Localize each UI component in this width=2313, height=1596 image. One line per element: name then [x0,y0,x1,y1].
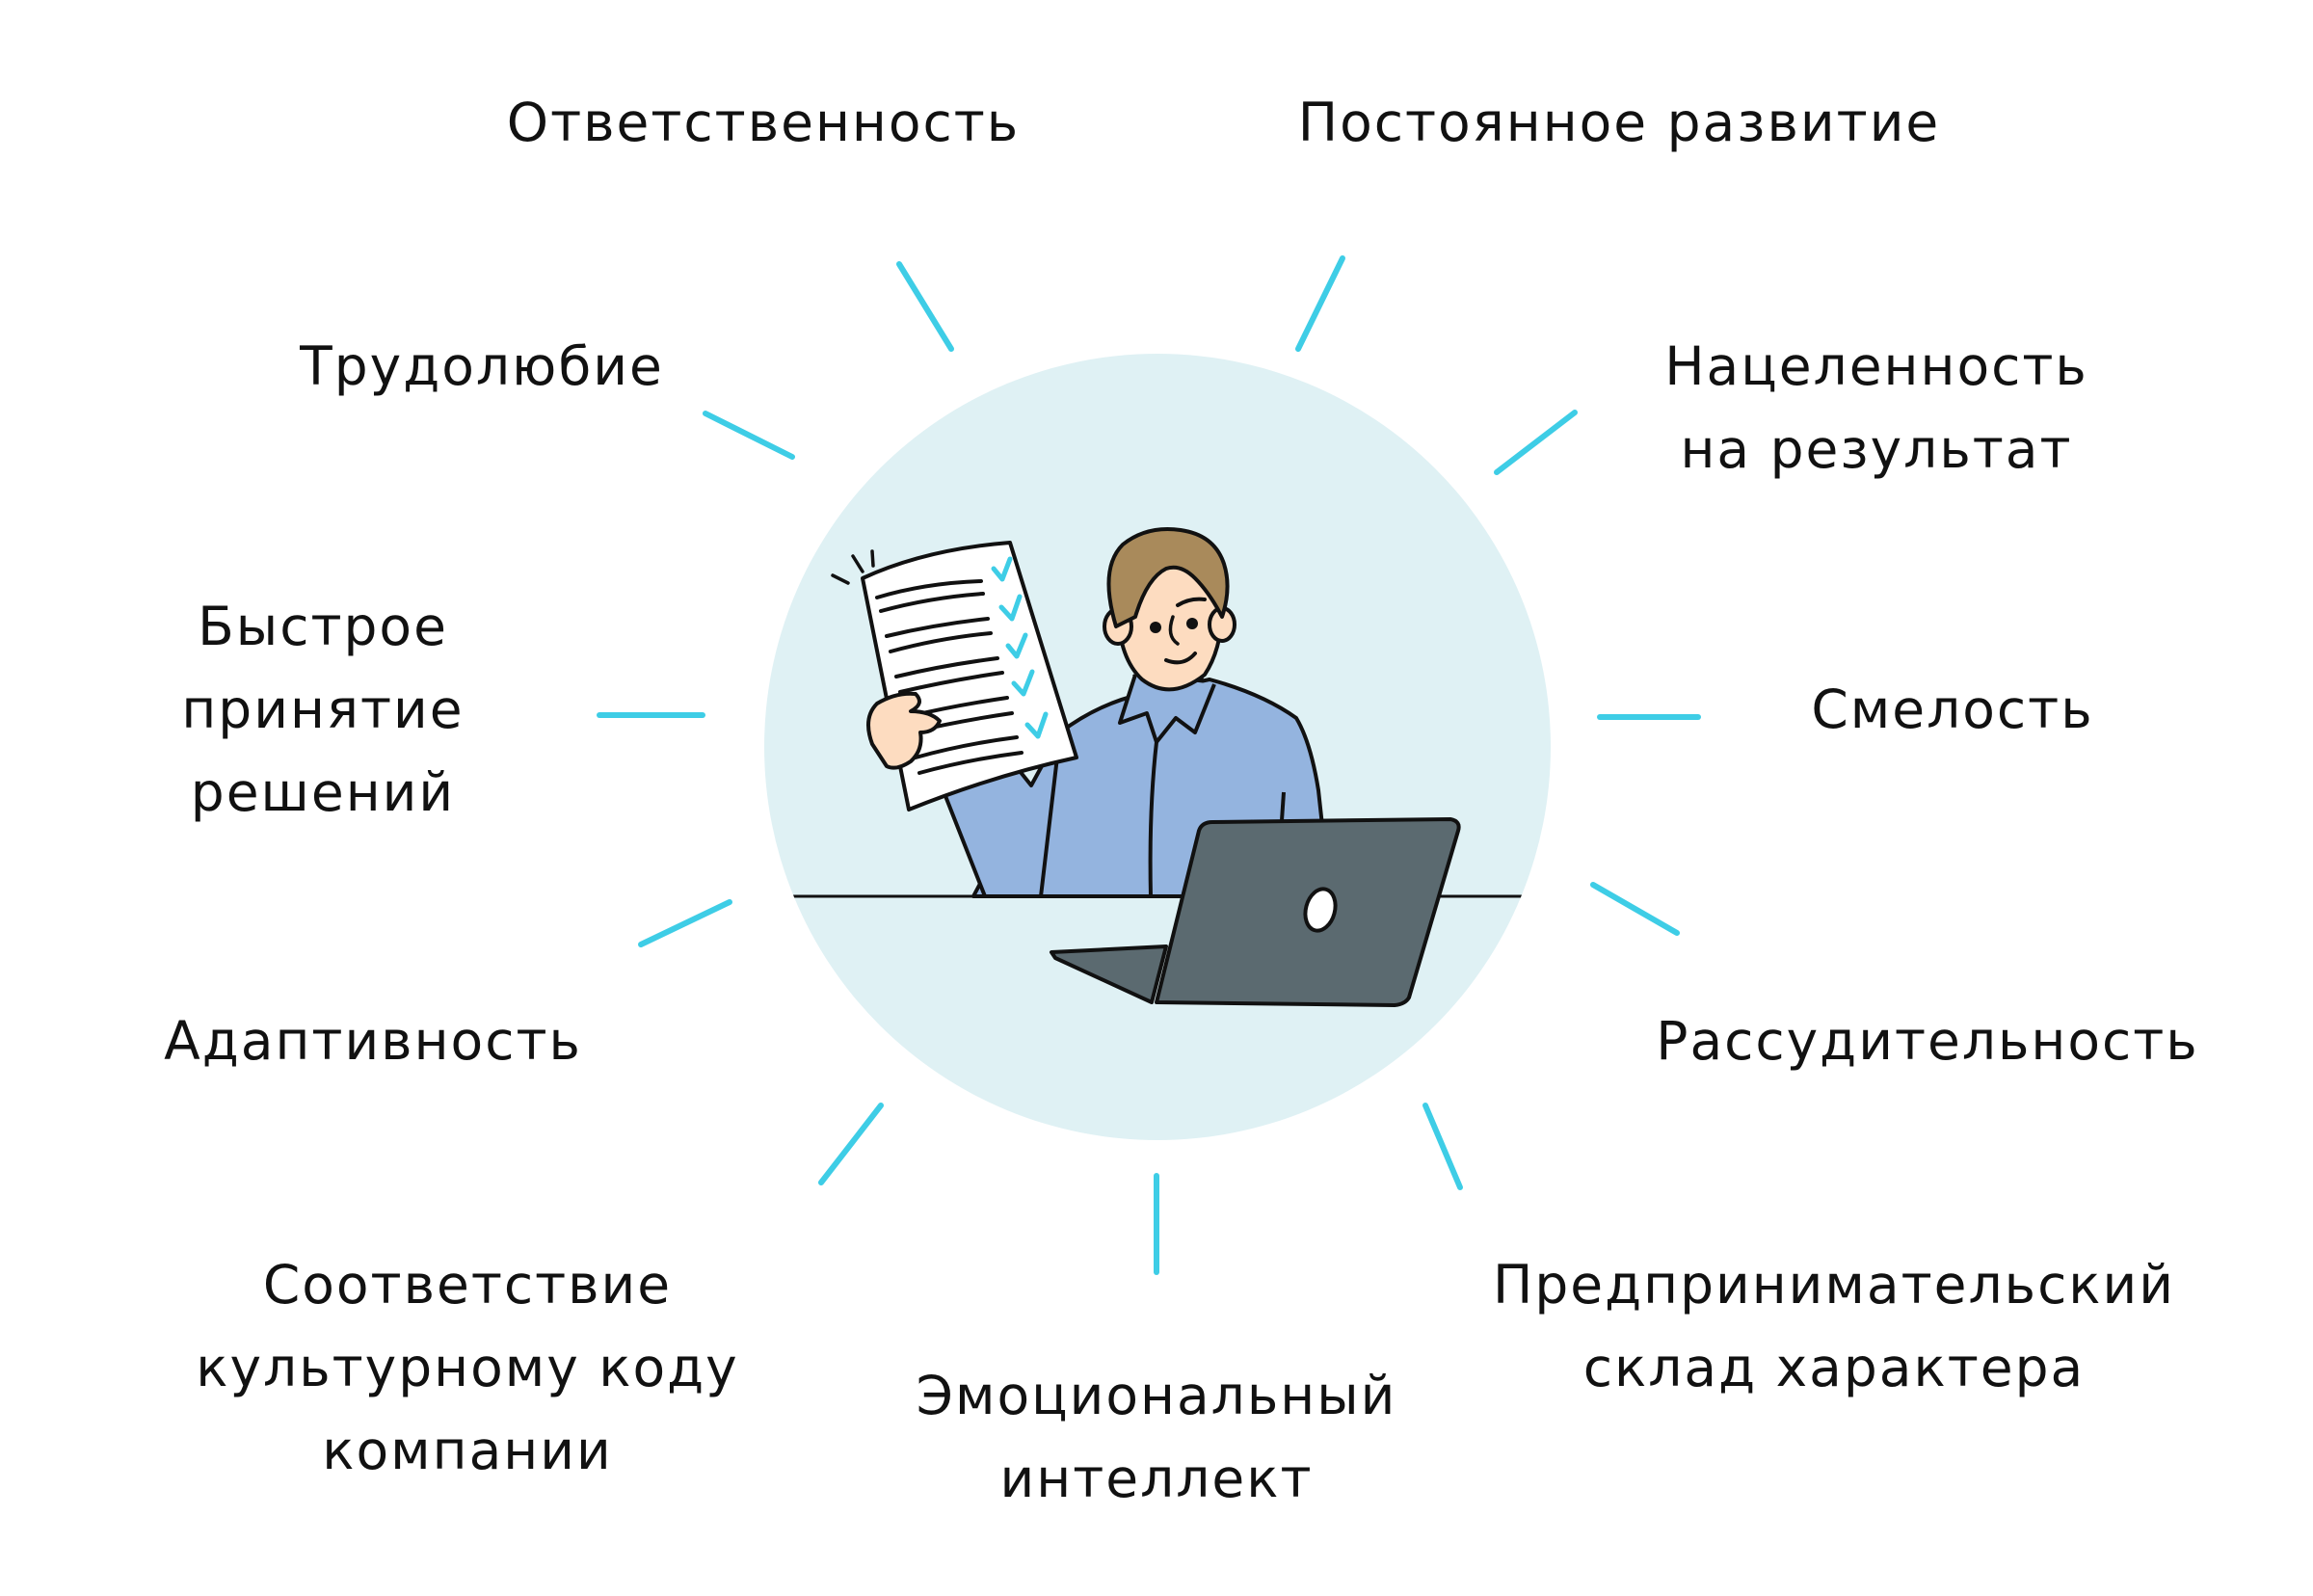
quality-continuous-development: Постоянное развитие [1298,81,1941,164]
label-line: Рассудительность [1656,1010,2199,1072]
quality-culture-fit: Соответствие культурному коду компании [196,1243,738,1492]
label-line: Соответствие [262,1254,673,1316]
label-line: культурному коду [196,1337,739,1398]
laptop-logo [1303,887,1338,933]
rays [597,255,1701,1275]
checklist-document [831,541,1078,811]
laptop [1050,817,1461,1007]
label-line: Трудолюбие [300,335,664,397]
quality-courage: Смелость [1811,668,2093,751]
check-icon [1024,711,1049,739]
quality-entrepreneurial: Предпринимательский склад характера [1493,1243,2175,1409]
ray-top-right [1295,255,1345,352]
quality-responsibility: Ответственность [507,81,1020,164]
quality-diligence: Трудолюбие [300,325,664,408]
quality-fast-decisions: Быстрое принятие решений [181,585,464,834]
laptop-base [1050,944,1168,1004]
label-line: склад характера [1582,1337,2086,1398]
eye-left [1150,622,1161,633]
ray-lower-left [638,899,732,947]
ray-upper-right [1494,410,1578,475]
quality-emotional-intelligence: Эмоциональный интеллект [917,1354,1397,1520]
eye-right [1186,618,1198,629]
nose [1168,615,1180,646]
label-line: интеллект [999,1448,1314,1509]
check-icon [1005,632,1028,659]
check-marks [991,556,1049,739]
sparkle-lines [831,549,875,585]
quality-prudence: Рассудительность [1656,999,2198,1082]
ray-bottom-left [818,1103,884,1185]
label-line: на результат [1680,418,2073,480]
label-line: Предпринимательский [1492,1254,2176,1316]
check-icon [998,594,1023,622]
label-line: Ответственность [506,92,1021,153]
quality-result-orientation: Нацеленность на результат [1664,325,2088,491]
label-line: принятие [181,678,465,740]
label-line: Эмоциональный [916,1365,1397,1426]
shirt-placket [1148,741,1158,897]
quality-adaptability: Адаптивность [164,999,582,1082]
label-line: решений [190,761,456,823]
label-line: Быстрое [198,596,448,657]
label-line: Постоянное развитие [1297,92,1941,153]
ray-top-left [896,261,954,352]
label-line: Адаптивность [164,1010,582,1072]
ray-lower-right [1590,882,1680,936]
label-line: Смелость [1811,678,2094,740]
label-line: компании [322,1420,613,1481]
label-line: Нацеленность [1664,335,2088,397]
check-icon [1011,669,1035,697]
person-illustration [764,527,1551,1007]
document-lines [875,579,1024,775]
hair [1106,527,1230,628]
ray-bottom-right [1422,1103,1463,1190]
hand [866,691,942,770]
smile [1164,652,1197,665]
check-icon [991,556,1013,582]
eyebrow [1176,597,1207,607]
ray-upper-left [703,411,795,460]
